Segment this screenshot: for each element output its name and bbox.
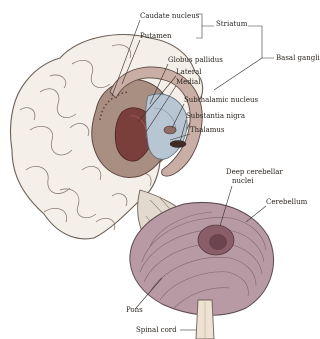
label-deep-cerebellar-nuclei-1: Deep cerebellar [226,168,283,176]
label-subthalamic-nucleus: Subthalamic nucleus [184,96,259,104]
label-medial: Medial [176,78,201,86]
label-lateral: Lateral [176,68,202,76]
label-spinal-cord: Spinal cord [136,326,177,334]
label-deep-cerebellar-nuclei-2: nuclei [232,177,254,185]
cerebellum [130,202,274,315]
spinal-cord [196,300,214,339]
substantia-nigra [170,141,186,148]
label-caudate-nucleus: Caudate nucleus [140,12,200,20]
label-putamen: Putamen [140,32,172,40]
label-globus-pallidus: Globus pallidus [168,56,223,64]
basal-ganglia-line [214,26,274,90]
label-pons: Pons [126,306,143,314]
label-substantia-nigra: Substantia nigra [186,112,245,120]
label-thalamus: Thalamus [190,126,225,134]
label-striatum: Striatum [216,20,248,28]
subthalamic-nucleus [164,126,176,134]
label-basal-ganglia: Basal ganglia [276,54,320,62]
label-cerebellum: Cerebellum [266,198,308,206]
